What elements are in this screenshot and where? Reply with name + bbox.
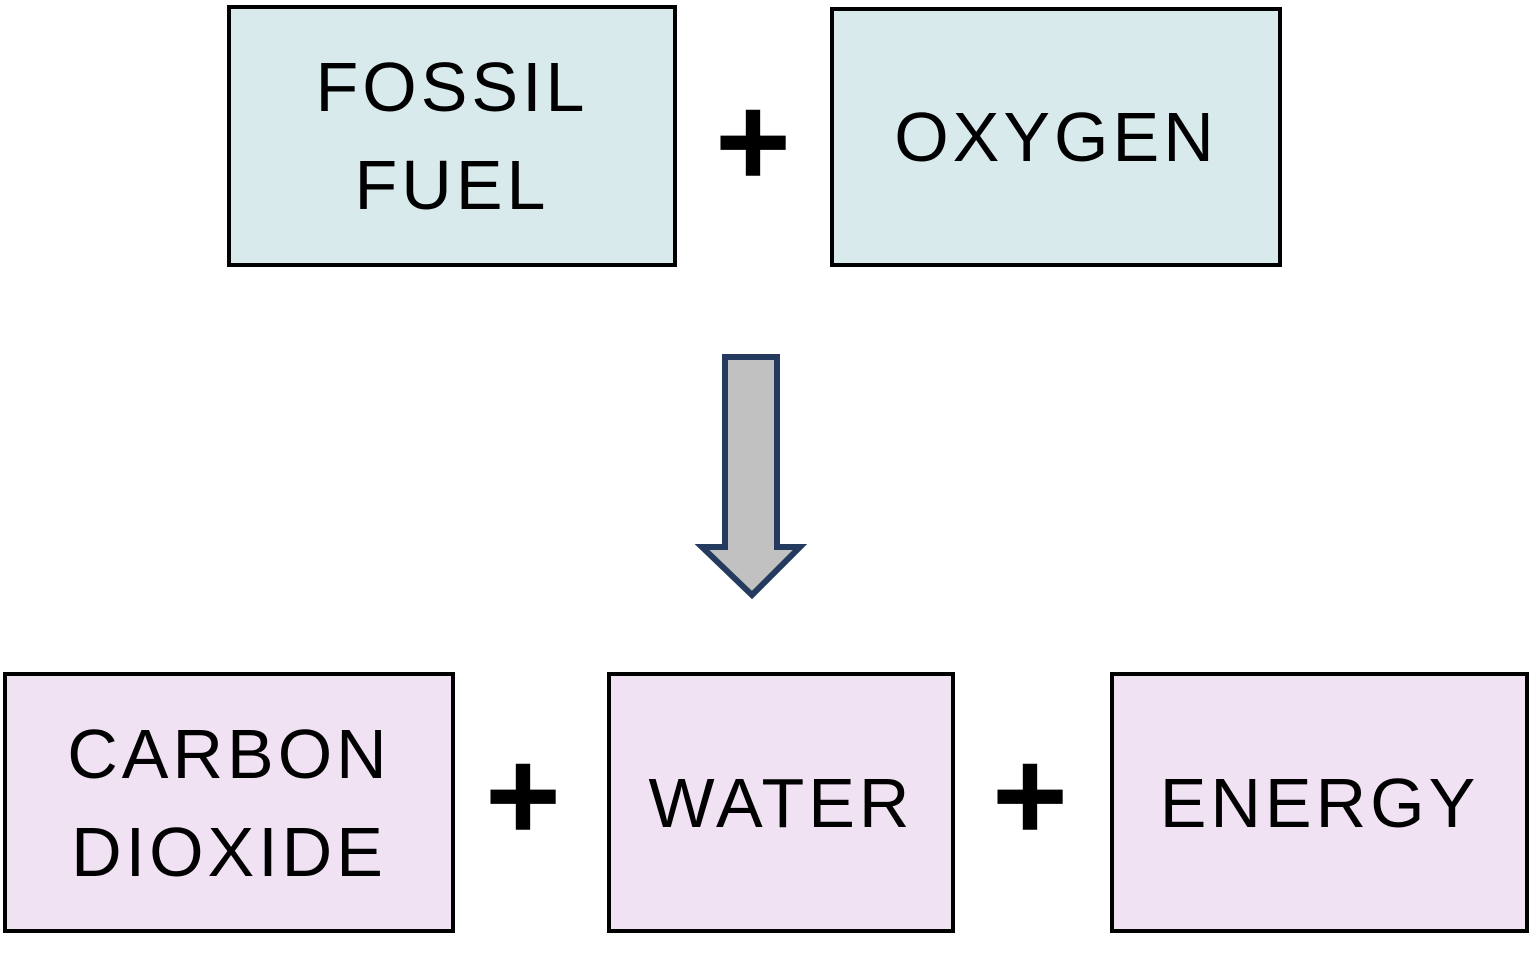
reactant-label-fossil-fuel: FOSSIL FUEL: [315, 48, 589, 224]
product-label-carbon-dioxide: CARBON DIOXIDE: [67, 714, 391, 891]
plus-sign: +: [485, 722, 561, 868]
reactant-box-oxygen: OXYGEN: [830, 7, 1282, 267]
reactant-box-fossil-fuel: FOSSIL FUEL: [227, 5, 677, 267]
plus-operator-products-2: +: [965, 722, 1095, 868]
product-box-carbon-dioxide: CARBON DIOXIDE: [3, 672, 455, 933]
plus-operator-reactants: +: [688, 68, 818, 214]
reactant-label-oxygen: OXYGEN: [894, 98, 1218, 176]
product-label-water: WATER: [648, 763, 914, 842]
plus-sign: +: [992, 722, 1068, 868]
product-box-water: WATER: [607, 672, 955, 933]
down-arrow-icon: [694, 354, 808, 600]
product-label-energy: ENERGY: [1159, 763, 1480, 842]
plus-sign: +: [715, 68, 791, 214]
down-arrow-shape: [694, 354, 808, 600]
plus-operator-products-1: +: [458, 722, 588, 868]
product-box-energy: ENERGY: [1110, 672, 1529, 933]
